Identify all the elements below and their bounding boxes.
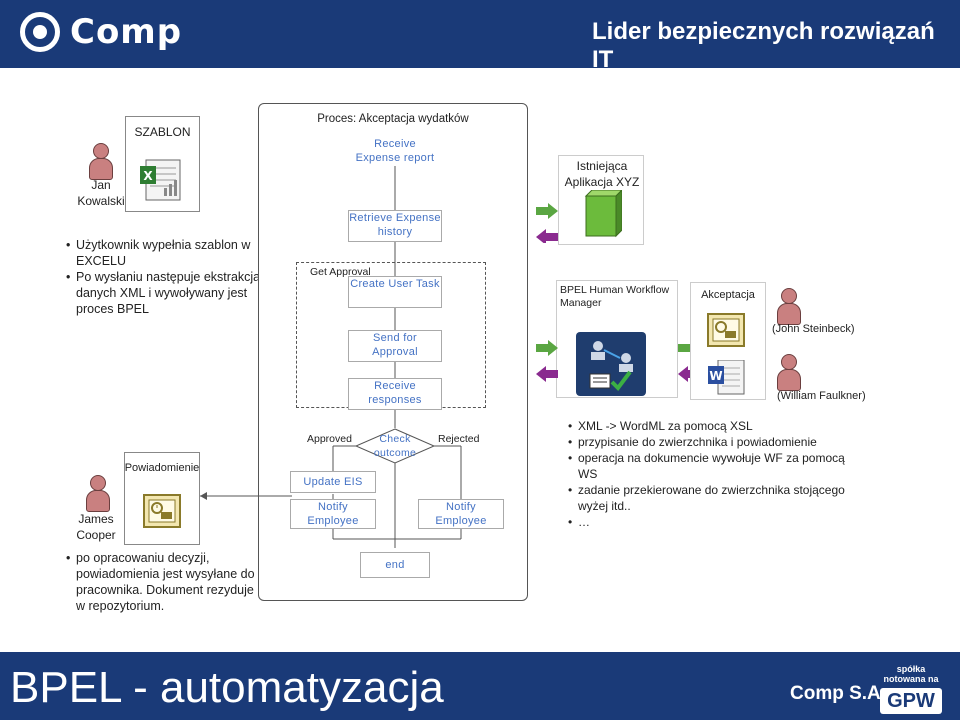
notification-icon bbox=[143, 494, 181, 528]
get-approval-label: Get Approval bbox=[310, 266, 371, 278]
notification-label: Powiadomienie bbox=[124, 462, 200, 474]
header-tagline: Lider bezpiecznych rozwiązań IT bbox=[592, 18, 935, 73]
node-check-outcome: Check outcome bbox=[373, 433, 417, 459]
user2-name: James Cooper bbox=[76, 512, 116, 542]
workflow-icon bbox=[576, 332, 646, 396]
bullet-item: XML -> WordML za pomocą XSL bbox=[568, 418, 858, 434]
application-cube-icon bbox=[584, 190, 622, 238]
node-notify-right: Notify Employee bbox=[418, 499, 504, 529]
bullet-item: Po wysłaniu następuje ekstrakcja danych … bbox=[66, 269, 266, 317]
footer-bar bbox=[0, 652, 960, 720]
approver-icon bbox=[777, 354, 801, 391]
gpw-badge-caption: spółka notowana na bbox=[883, 664, 939, 684]
node-send-approval: Send for Approval bbox=[348, 330, 442, 362]
bullet-item: zadanie przekierowane do zwierzchnika st… bbox=[568, 482, 858, 514]
left-bullets-1: Użytkownik wypełnia szablon w EXCELU Po … bbox=[66, 237, 266, 317]
node-end: end bbox=[360, 552, 430, 578]
user-icon bbox=[86, 475, 110, 512]
node-update-eis: Update EIS bbox=[290, 471, 376, 493]
approval-notification-icon bbox=[707, 313, 745, 347]
node-notify-left: Notify Employee bbox=[290, 499, 376, 529]
arrows-existing-app bbox=[536, 203, 558, 243]
header-bar bbox=[0, 0, 960, 68]
left-bullets-2: po opracowaniu decyzji, powiadomienia je… bbox=[66, 550, 266, 614]
approver2-name: (William Faulkner) bbox=[777, 390, 866, 402]
bullet-item: … bbox=[568, 514, 858, 530]
arrows-bpel bbox=[536, 340, 558, 382]
existing-app-label: Istniejąca Aplikacja XYZ bbox=[564, 159, 640, 189]
approval-label: Akceptacja bbox=[701, 289, 755, 301]
bullet-item: Użytkownik wypełnia szablon w EXCELU bbox=[66, 237, 266, 269]
svg-text:X: X bbox=[143, 169, 153, 183]
comp-logo-icon bbox=[20, 12, 60, 52]
process-connectors bbox=[332, 166, 462, 548]
branch-rejected: Rejected bbox=[438, 433, 480, 445]
header-logo-text: Comp bbox=[70, 12, 183, 52]
branch-approved: Approved bbox=[307, 433, 352, 445]
gpw-badge: GPW bbox=[880, 688, 942, 714]
notify-connector bbox=[200, 492, 292, 500]
node-receive-responses: Receive responses bbox=[348, 378, 442, 410]
node-receive-report: Receive Expense report bbox=[350, 136, 440, 166]
bullet-item: przypisanie do zwierzchnika i powiadomie… bbox=[568, 434, 858, 450]
node-retrieve-history: Retrieve Expense history bbox=[348, 210, 442, 242]
user1-name: Jan Kowalski bbox=[77, 178, 125, 208]
bullet-item: operacja na dokumencie wywołuje WF za po… bbox=[568, 450, 858, 482]
bullet-item: po opracowaniu decyzji, powiadomienia je… bbox=[66, 550, 266, 614]
right-bullets: XML -> WordML za pomocą XSL przypisanie … bbox=[568, 418, 858, 530]
word-document-icon: W bbox=[708, 360, 745, 395]
approver-icon bbox=[777, 288, 801, 325]
process-title: Proces: Akceptacja wydatków bbox=[317, 113, 469, 125]
excel-file-icon: X bbox=[140, 159, 181, 201]
svg-text:W: W bbox=[709, 369, 722, 383]
template-label: SZABLON bbox=[134, 125, 191, 139]
approver1-name: (John Steinbeck) bbox=[772, 323, 855, 335]
node-create-task: Create User Task bbox=[348, 276, 442, 308]
footer-title: BPEL - automatyzacja bbox=[10, 663, 444, 712]
bpel-label: BPEL Human Workflow Manager bbox=[560, 284, 670, 309]
user-icon bbox=[89, 143, 113, 180]
footer-company: Comp S.A. bbox=[790, 683, 887, 704]
